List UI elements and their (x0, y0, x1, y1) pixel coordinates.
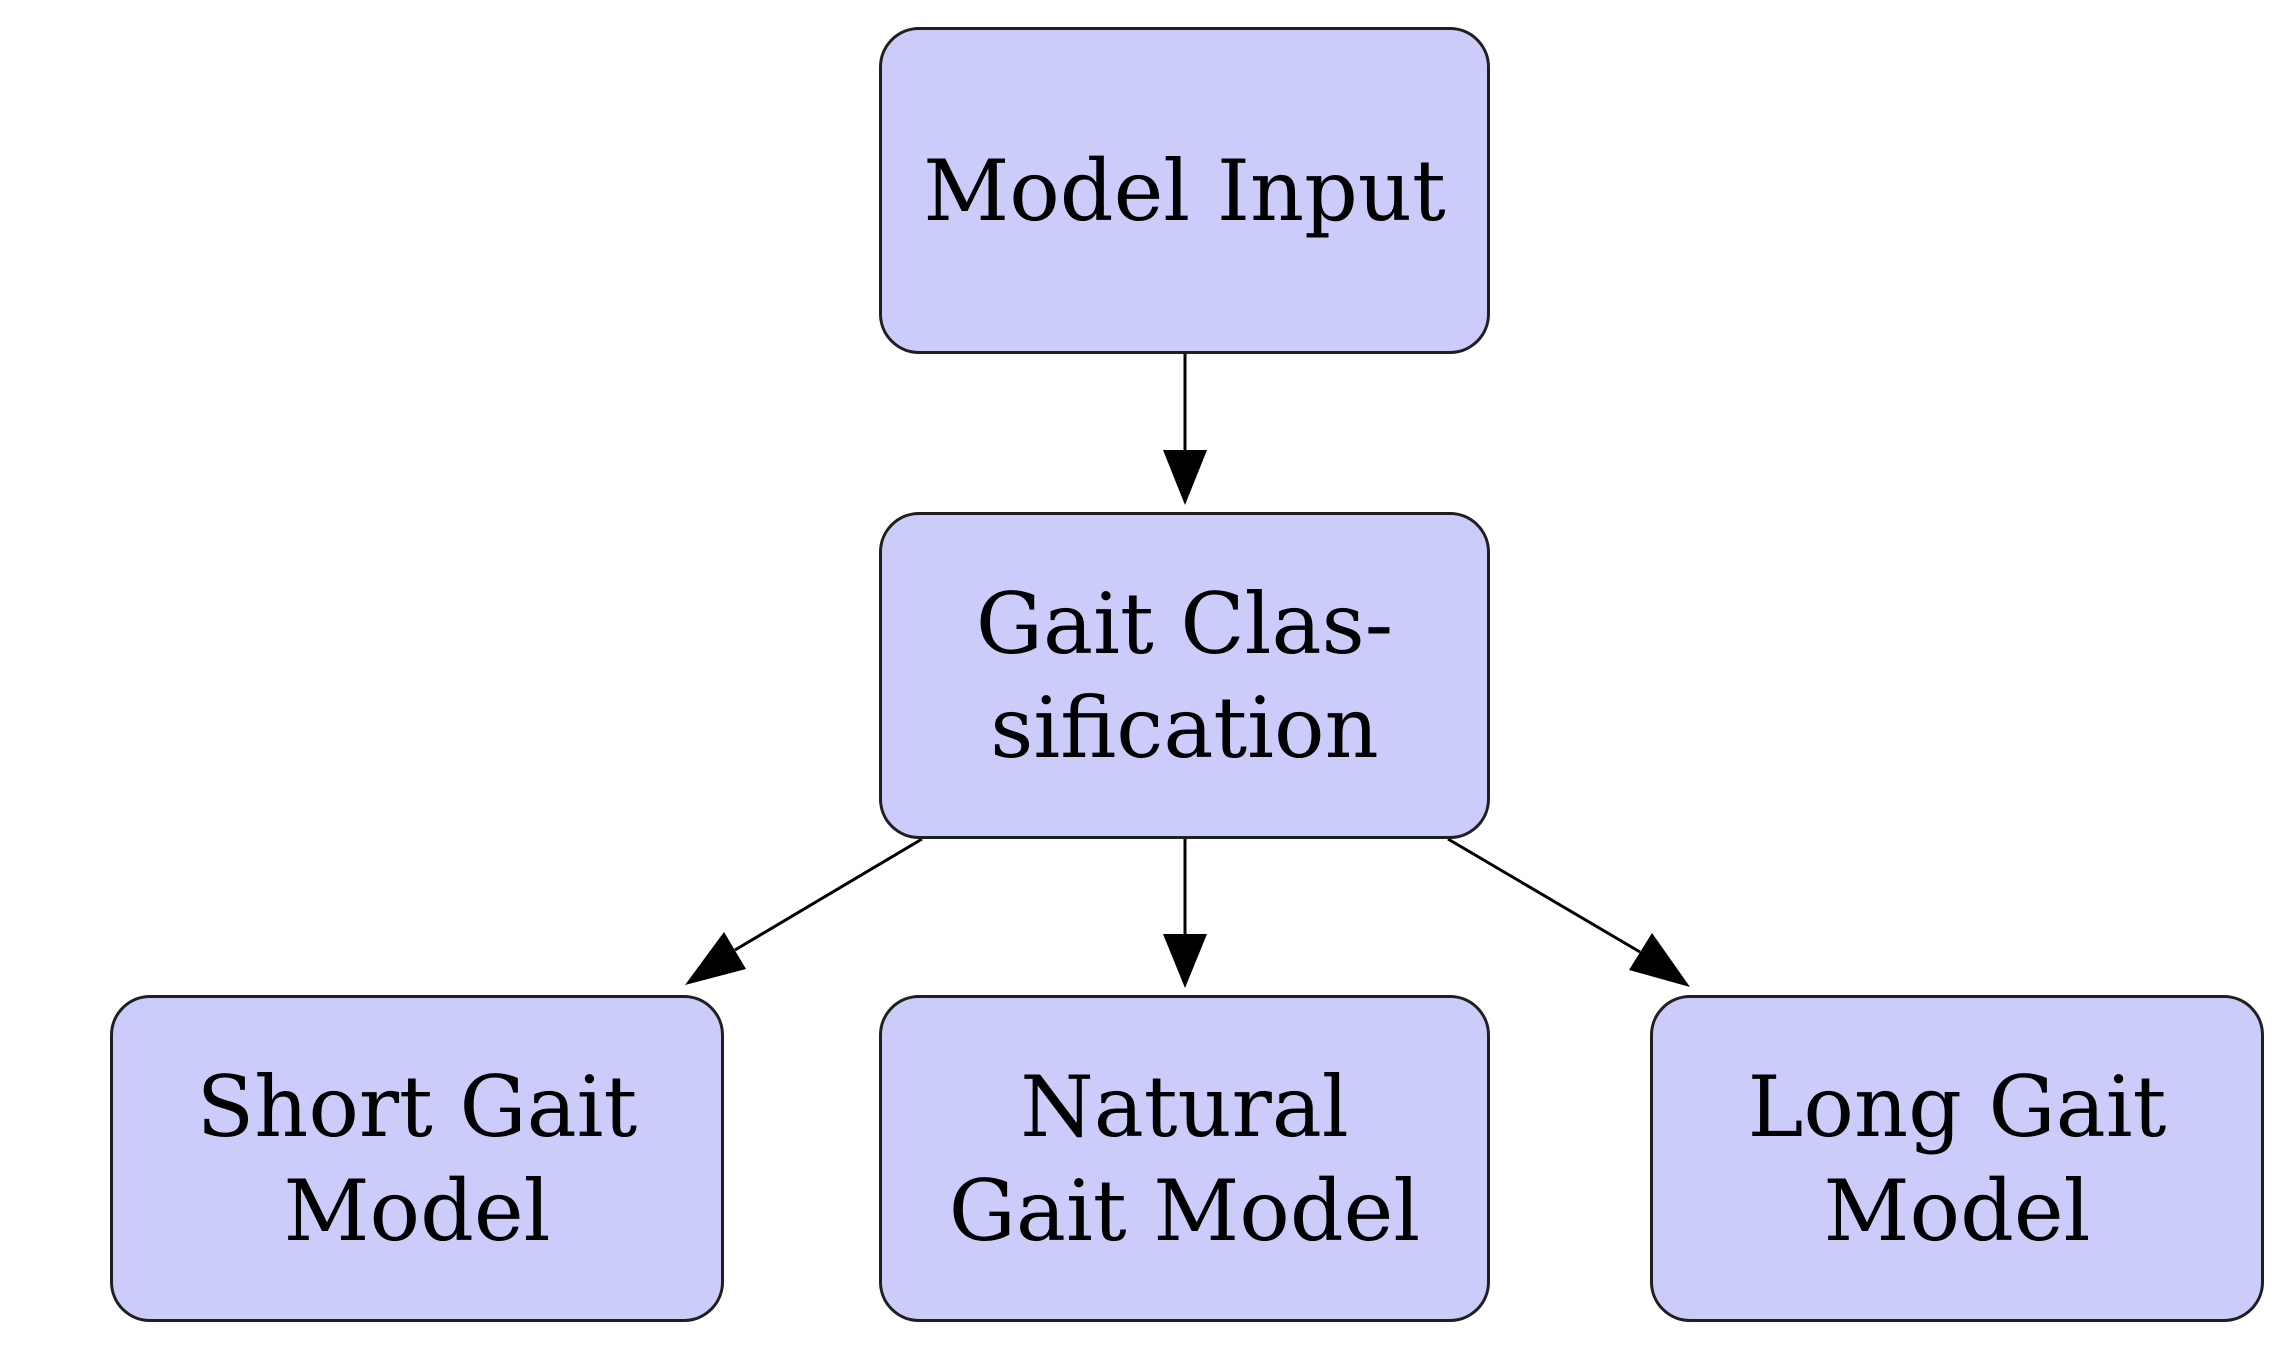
arrowhead-classification-to-long (1629, 933, 1690, 987)
node-label: Model (1823, 1161, 2091, 1260)
node-long-gait-model: Long Gait Model (1650, 995, 2264, 1322)
arrowhead-input-to-classification (1163, 450, 1207, 505)
node-label: Long Gait (1747, 1057, 2167, 1156)
node-short-gait-model: Short Gait Model (110, 995, 724, 1322)
node-label: sification (990, 678, 1379, 777)
node-natural-gait-model: Natural Gait Model (879, 995, 1490, 1322)
arrowhead-classification-to-natural (1163, 934, 1207, 988)
node-gait-classification: Gait Clas- sification (879, 512, 1490, 839)
node-label: Gait Clas- (975, 574, 1394, 673)
edge-classification-to-short (734, 837, 923, 952)
node-model-input: Model Input (879, 27, 1490, 354)
node-label: Short Gait (196, 1057, 638, 1156)
node-label: Gait Model (948, 1161, 1421, 1260)
node-label: Natural (1020, 1057, 1349, 1156)
node-label: Model (283, 1161, 551, 1260)
node-label: Model Input (923, 141, 1446, 240)
arrowhead-classification-to-short (685, 932, 746, 985)
edge-classification-to-long (1447, 837, 1641, 954)
